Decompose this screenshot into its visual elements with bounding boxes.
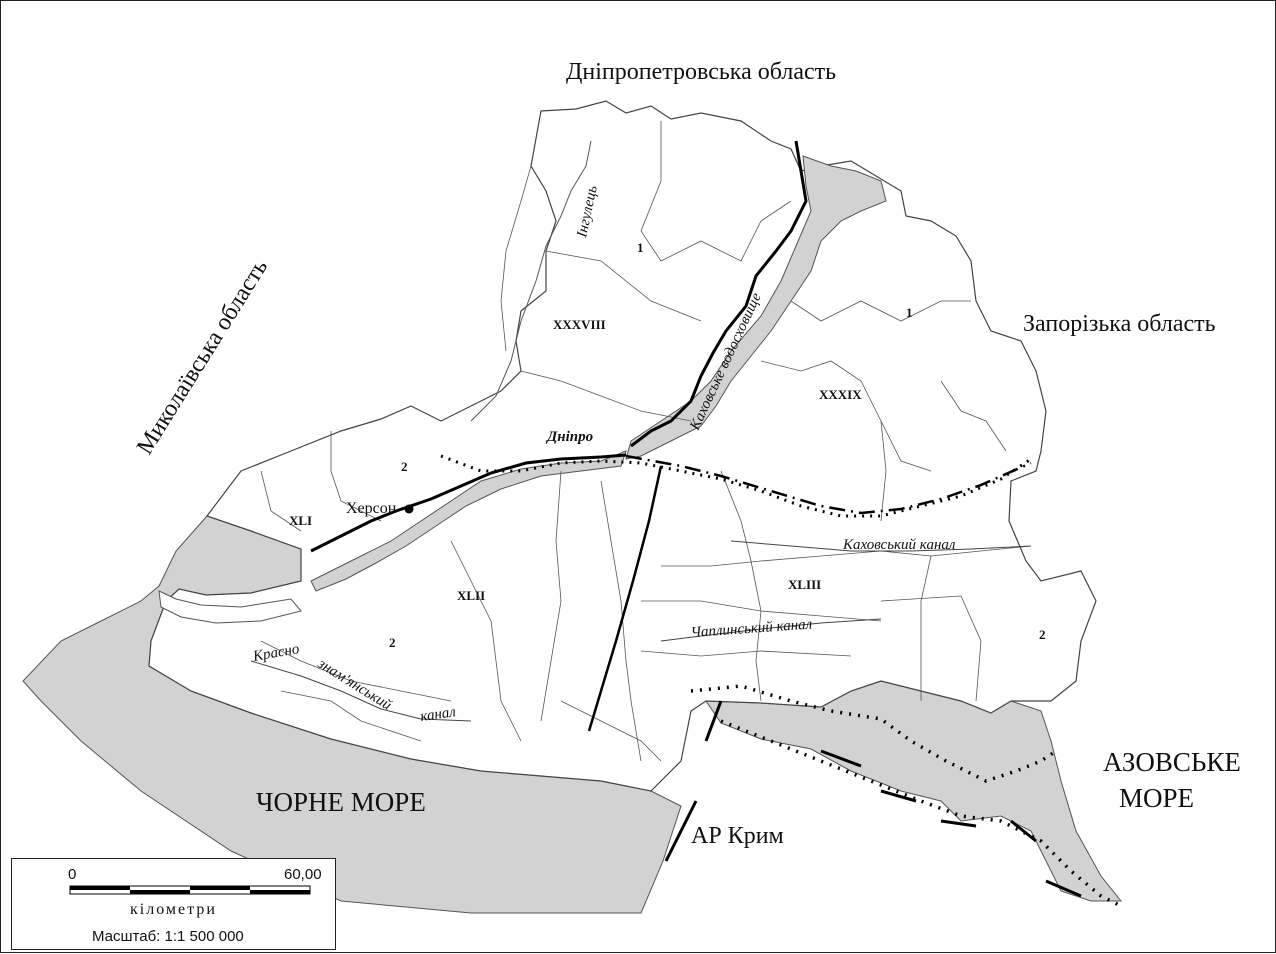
sivash-water xyxy=(705,680,1123,902)
krasno-canal-line xyxy=(250,660,472,722)
zone-border-south xyxy=(587,465,663,732)
kherson-oblast-land xyxy=(148,100,1097,792)
scale-segment-4 xyxy=(250,890,310,894)
kakhovka-reservoir-water xyxy=(625,155,887,460)
label-subzone-38: 1 xyxy=(637,240,644,255)
label-azov-sea-1: АЗОВСЬКЕ xyxy=(1103,747,1241,777)
climatic-boundary-dotted xyxy=(440,454,1032,518)
scale-legend: 0 60,00 кілометри Масштаб: 1:1 500 000 xyxy=(11,858,336,950)
label-west-neighbor: Миколаївська область xyxy=(132,255,273,459)
scale-bar: 0 60,00 кілометри Масштаб: 1:1 500 000 xyxy=(68,866,322,945)
zone-border-north xyxy=(630,140,808,448)
scale-max-label: 60,00 xyxy=(284,866,322,883)
scale-ratio-label: Масштаб: 1:1 500 000 xyxy=(92,928,244,945)
label-azov-sea-2: МОРЕ xyxy=(1119,783,1194,813)
coast-segment-6 xyxy=(1045,879,1082,898)
scale-segment-1 xyxy=(70,886,130,890)
label-north-neighbor: Дніпропетровська область xyxy=(566,59,836,85)
district-boundaries xyxy=(260,121,1032,762)
label-east-neighbor: Запорізька область xyxy=(1023,311,1216,337)
scale-outline xyxy=(69,885,311,895)
scale-segment-3 xyxy=(190,886,250,890)
label-subzone-43: 2 xyxy=(1039,627,1046,642)
coast-segment-5 xyxy=(1010,819,1037,843)
label-south-neighbor: АР Крим xyxy=(691,823,784,849)
label-zone-xxxviii: XXXVIII xyxy=(553,317,606,332)
label-zone-xlii: XLII xyxy=(457,588,485,603)
scale-unit-label: кілометри xyxy=(130,901,217,918)
coast-segment-2 xyxy=(820,749,862,768)
climatic-boundary-dashed xyxy=(625,454,1032,515)
label-zone-xxxix: XXXIX xyxy=(819,387,862,402)
label-subzone-41: 2 xyxy=(401,459,408,474)
inhulets-river xyxy=(470,140,592,422)
coast-segment-1 xyxy=(704,700,723,742)
zone-border-kherson xyxy=(310,453,627,553)
label-subzone-39: 1 xyxy=(906,305,913,320)
label-krasno-canal-c: канал xyxy=(419,704,457,725)
coast-segment-4 xyxy=(940,819,977,828)
label-dnipro: Дніпро xyxy=(545,429,593,445)
scale-zero-label: 0 xyxy=(68,866,76,883)
kakhovka-canal-line xyxy=(730,540,1032,552)
scale-segment-2 xyxy=(130,890,190,894)
label-kakhovka-canal: Каховський канал xyxy=(842,537,956,553)
label-black-sea: ЧОРНЕ МОРЕ xyxy=(256,787,426,817)
label-subzone-42: 2 xyxy=(389,635,396,650)
coast-segment-3 xyxy=(880,789,917,803)
label-zone-xli: XLI xyxy=(289,513,312,528)
chaplynka-canal-line xyxy=(660,618,882,642)
coast-segment-7 xyxy=(664,800,698,862)
dnipro-river-water xyxy=(310,450,627,592)
kherson-city-marker xyxy=(404,504,414,514)
kinburn-spit xyxy=(158,590,302,624)
label-zone-xliii: XLIII xyxy=(788,577,821,592)
label-kherson: Херсон xyxy=(346,500,397,517)
